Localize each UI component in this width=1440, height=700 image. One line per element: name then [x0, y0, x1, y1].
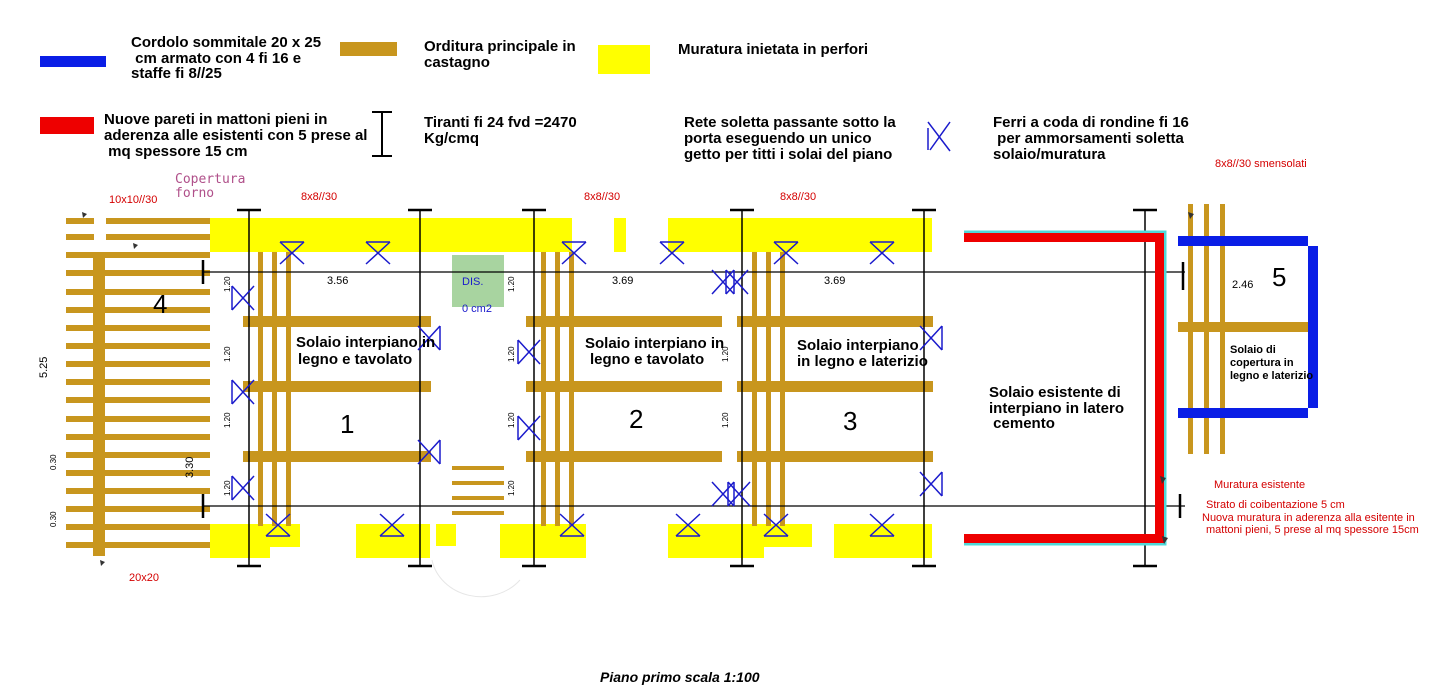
- legend-new-wall-line3: mq spessore 15 cm: [104, 143, 247, 160]
- label-strato-coibentazione: Strato di coibentazione 5 cm: [1206, 499, 1345, 511]
- label-spacing-smensolati: 8x8//30 smensolati: [1215, 158, 1307, 170]
- room-4-timber-grid: [66, 218, 210, 556]
- label-muratura-esistente: Muratura esistente: [1214, 479, 1305, 491]
- dim-3-56: 3.56: [327, 275, 348, 287]
- legend-anchors-line3: solaio/muratura: [993, 146, 1106, 163]
- legend-swatch-blue-beam: [40, 56, 106, 67]
- opening-dis-label: DIS.: [462, 276, 483, 288]
- room-1-desc-line1: Solaio interpiano in: [296, 334, 435, 351]
- tie-rods: [204, 271, 1185, 507]
- label-copertura-forno-2: forno: [175, 186, 214, 201]
- room-5-marker: [1188, 212, 1194, 219]
- room-5-number: 5: [1272, 262, 1286, 292]
- room-2-number: 2: [629, 404, 643, 434]
- dim-3-30: 3.30: [184, 457, 196, 478]
- existing-floor-line2: interpiano in latero: [989, 400, 1124, 417]
- dovetail-anchors: [231, 241, 943, 537]
- room-5-desc-line2: copertura in: [1230, 357, 1294, 369]
- room-3-desc-line1: Solaio interpiano: [797, 337, 919, 354]
- label-nuova-muratura-1: Nuova muratura in aderenza alla esitente…: [1202, 512, 1415, 524]
- legend-tie-rods-line2: Kg/cmq: [424, 130, 479, 147]
- dim-1-20-d: 1.20: [223, 480, 232, 496]
- door-swing-arc: [431, 559, 521, 598]
- legend-dovetail-anchor-icon: [927, 121, 951, 152]
- room-5-timber: [1178, 204, 1308, 454]
- dim-3-69-b: 3.69: [824, 275, 845, 287]
- label-spacing-8x8-a: 8x8//30: [301, 191, 337, 203]
- label-spacing-8x8-b: 8x8//30: [584, 191, 620, 203]
- room-4-markers: [82, 212, 138, 566]
- legend-anchors-line1: Ferri a coda di rondine fi 16: [993, 114, 1189, 131]
- legend-swatch-masonry: [598, 45, 650, 74]
- dim-1-20-h: 1.20: [507, 480, 516, 496]
- label-spacing-8x8-c: 8x8//30: [780, 191, 816, 203]
- masonry-injected-bands: [210, 218, 932, 558]
- legend-tie-rods-line1: Tiranti fi 24 fvd =2470: [424, 114, 577, 131]
- legend-anchors-line2: per ammorsamenti soletta: [993, 130, 1185, 147]
- room-1-desc-line2: legno e tavolato: [298, 351, 412, 368]
- label-copertura-forno-1: Copertura: [175, 172, 245, 187]
- wall-axis-lines: [248, 210, 1146, 566]
- room-5-concrete-beam: [1178, 236, 1318, 418]
- legend: Cordolo sommitale 20 x 25 cm armato con …: [40, 34, 1189, 163]
- dim-1-20-e: 1.20: [507, 276, 516, 292]
- legend-mesh-line2: porta eseguendo un unico: [684, 130, 872, 147]
- room-5-desc-line1: Solaio di: [1230, 344, 1276, 356]
- dim-0-30-b: 0.30: [49, 511, 58, 527]
- legend-blue-beam-line1: Cordolo sommitale 20 x 25: [131, 34, 321, 51]
- label-size-20x20: 20x20: [129, 572, 159, 584]
- legend-timber-line1: Orditura principale in: [424, 38, 576, 55]
- legend-new-wall-line1: Nuove pareti in mattoni pieni in: [104, 111, 327, 128]
- legend-blue-beam-line3: staffe fi 8//25: [131, 65, 222, 82]
- stair-steps: [452, 466, 504, 515]
- legend-swatch-new-wall: [40, 117, 94, 134]
- new-wall-existing-area: [964, 230, 1167, 546]
- legend-tie-rod-icon: [372, 111, 392, 157]
- legend-masonry-line1: Muratura inietata in perfori: [678, 41, 868, 58]
- label-nuova-muratura-2: mattoni pieni, 5 prese al mq spessore 15…: [1206, 524, 1419, 536]
- dim-1-20-i: 1.20: [721, 346, 730, 362]
- rooms-1-3-timber: [243, 252, 933, 526]
- existing-floor-line3: cemento: [989, 415, 1055, 432]
- room-4-number: 4: [153, 289, 167, 319]
- room-2-desc-line2: legno e tavolato: [590, 351, 704, 368]
- dim-5-25: 5.25: [38, 357, 50, 378]
- room-3-number: 3: [843, 406, 857, 436]
- dim-1-20-c: 1.20: [223, 412, 232, 428]
- dim-2-46: 2.46: [1232, 279, 1253, 291]
- room-5-desc-line3: legno e laterizio: [1230, 370, 1313, 382]
- dim-1-20-a: 1.20: [223, 276, 232, 292]
- opening-dis: [452, 255, 504, 307]
- legend-swatch-timber: [340, 42, 397, 56]
- legend-blue-beam-line2: cm armato con 4 fi 16 e: [131, 50, 301, 67]
- opening-dis-area: 0 cm2: [462, 303, 492, 315]
- dim-1-20-f: 1.20: [507, 346, 516, 362]
- legend-mesh-line3: getto per titti i solai del piano: [684, 146, 892, 163]
- existing-floor-line1: Solaio esistente di: [989, 384, 1121, 401]
- wall-axis-caps: [237, 208, 1157, 568]
- room-3-desc-line2: in legno e laterizio: [797, 353, 928, 370]
- dim-1-20-b: 1.20: [223, 346, 232, 362]
- tie-rod-ends: [201, 260, 1185, 518]
- dim-3-69-a: 3.69: [612, 275, 633, 287]
- legend-new-wall-line2: aderenza alle esistenti con 5 prese al: [104, 127, 367, 144]
- room-1-number: 1: [340, 409, 354, 439]
- dim-0-30-a: 0.30: [49, 454, 58, 470]
- legend-mesh-line1: Rete soletta passante sotto la: [684, 114, 896, 131]
- room-2-desc-line1: Solaio interpiano in: [585, 335, 724, 352]
- wall-markers: [1160, 476, 1168, 544]
- legend-timber-line2: castagno: [424, 54, 490, 71]
- drawing-caption: Piano primo scala 1:100: [600, 669, 760, 685]
- dim-1-20-g: 1.20: [507, 412, 516, 428]
- label-spacing-10x10: 10x10//30: [109, 194, 157, 206]
- dim-1-20-j: 1.20: [721, 412, 730, 428]
